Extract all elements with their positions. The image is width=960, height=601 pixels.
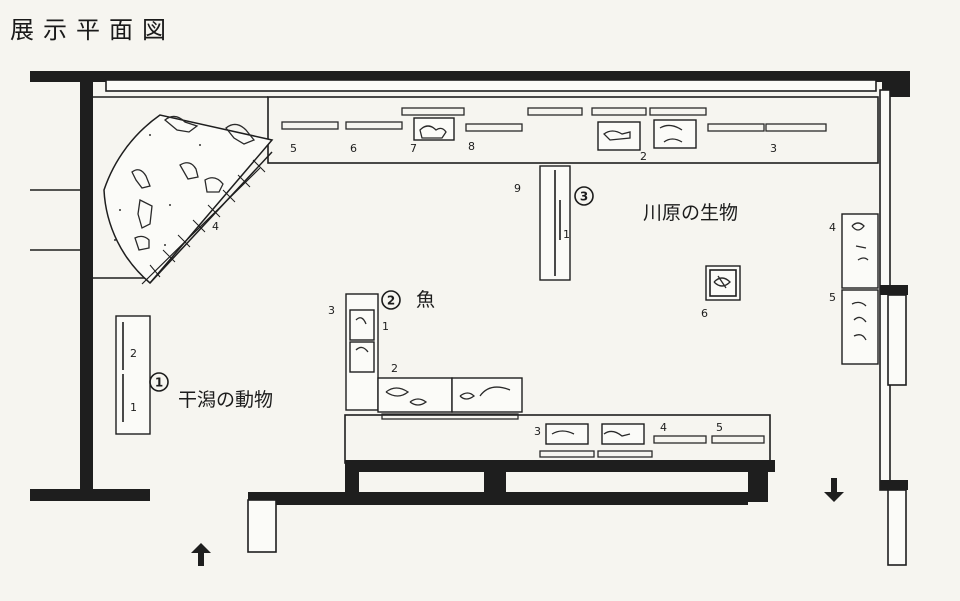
case-number: 8 [468, 140, 475, 153]
walls [30, 71, 910, 566]
case-number: 6 [350, 142, 357, 155]
top-cases [281, 107, 827, 151]
case-number: 7 [410, 142, 417, 155]
case-number: 9 [514, 182, 521, 195]
case-number: 5 [716, 421, 723, 434]
lower-cases [539, 423, 765, 458]
zone-label-riverside: 川原の生物 [643, 202, 738, 224]
case-number: 4 [829, 221, 836, 234]
case-number: 3 [328, 304, 335, 317]
exit-arrow-down-icon [824, 478, 844, 502]
case-numbers: 5 6 7 8 2 3 4 9 1 4 5 6 3 1 2 3 4 5 2 1 [130, 140, 836, 438]
case-number: 1 [563, 228, 570, 241]
page-title: 展示平面図 [10, 16, 175, 44]
case-number: 5 [829, 291, 836, 304]
zone-label-fish: 魚 [416, 289, 435, 311]
right-cases [841, 213, 879, 365]
zone-marker-3: 3 [574, 186, 594, 206]
case-number: 1 [130, 401, 137, 414]
case-6 [705, 265, 741, 301]
center-case [539, 165, 571, 281]
zone-label-higata: 干潟の動物 [178, 389, 273, 411]
zone-marker-2: 2 [381, 290, 401, 310]
case-number: 6 [701, 307, 708, 320]
entrance-arrow-up-icon [191, 543, 211, 566]
case-number: 5 [290, 142, 297, 155]
zone-marker-1: 1 [149, 372, 169, 392]
svg-text:1: 1 [155, 376, 163, 390]
case-number: 1 [382, 320, 389, 333]
case-number: 2 [391, 362, 398, 375]
case-number: 3 [534, 425, 541, 438]
bird-sketches-icon [131, 115, 256, 251]
case-number: 2 [640, 150, 647, 163]
case-number: 4 [660, 421, 667, 434]
svg-text:2: 2 [387, 294, 395, 308]
fish-cases [345, 293, 523, 420]
corner-diorama [103, 114, 274, 285]
case-number: 4 [212, 220, 219, 233]
case-number: 2 [130, 347, 137, 360]
case-number: 3 [770, 142, 777, 155]
left-case [115, 315, 151, 435]
svg-text:3: 3 [580, 190, 588, 204]
